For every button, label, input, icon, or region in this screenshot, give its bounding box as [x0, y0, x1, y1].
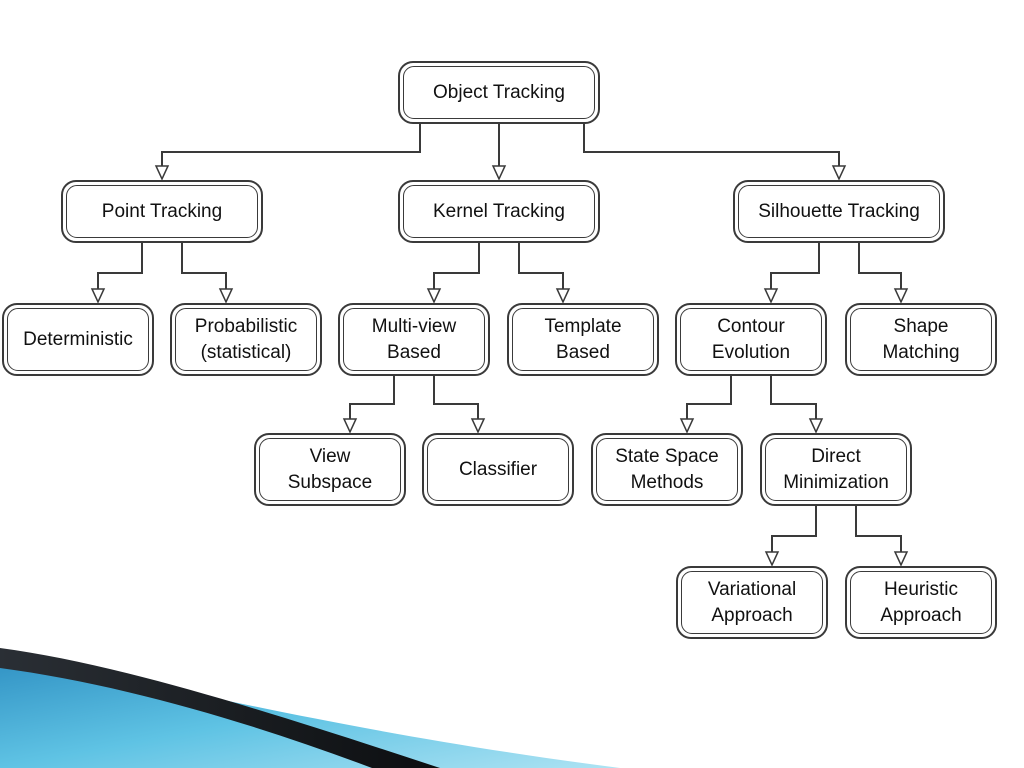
connector-line: [349, 376, 395, 419]
arrowhead-icon: [763, 288, 779, 304]
arrowhead-icon: [679, 418, 695, 434]
node-silhouette-tracking: Silhouette Tracking: [733, 180, 945, 243]
node-direct-minimization: Direct Minimization: [760, 433, 912, 506]
node-contour-evolution: Contour Evolution: [675, 303, 827, 376]
node-variational-approach: Variational Approach: [676, 566, 828, 639]
connector-line: [161, 124, 421, 166]
connector-line: [181, 243, 227, 289]
arrowhead-icon: [555, 288, 571, 304]
connector-line: [583, 124, 840, 166]
node-point-tracking: Point Tracking: [61, 180, 263, 243]
node-shape-matching: Shape Matching: [845, 303, 997, 376]
arrowhead-icon: [342, 418, 358, 434]
connector-line: [518, 243, 564, 289]
connector-line: [771, 506, 817, 552]
node-label: Variational Approach: [707, 578, 797, 626]
connector-line: [770, 376, 817, 419]
node-view-subspace: View Subspace: [254, 433, 406, 506]
arrowhead-icon: [893, 551, 909, 567]
node-probabilistic: Probabilistic (statistical): [170, 303, 322, 376]
node-label: View Subspace: [287, 445, 373, 493]
node-classifier: Classifier: [422, 433, 574, 506]
arrowhead-icon: [893, 288, 909, 304]
arrowhead-icon: [808, 418, 824, 434]
node-label: State Space Methods: [615, 445, 719, 493]
node-label: Silhouette Tracking: [758, 200, 920, 222]
node-kernel-tracking: Kernel Tracking: [398, 180, 600, 243]
node-label: Direct Minimization: [783, 445, 889, 493]
arrowhead-icon: [218, 288, 234, 304]
arrowhead-icon: [831, 165, 847, 181]
node-template-based: Template Based: [507, 303, 659, 376]
node-label: Kernel Tracking: [432, 200, 565, 222]
connector-line: [433, 376, 479, 419]
node-deterministic: Deterministic: [2, 303, 154, 376]
swoosh-dark-stripe: [0, 648, 440, 768]
arrowhead-icon: [470, 418, 486, 434]
node-state-space-methods: State Space Methods: [591, 433, 743, 506]
node-label: Point Tracking: [101, 200, 223, 222]
connector-line: [97, 243, 143, 289]
connector-line: [686, 376, 732, 419]
node-label: Heuristic Approach: [880, 578, 962, 626]
node-label: Contour Evolution: [711, 315, 791, 363]
node-label: Classifier: [458, 458, 538, 480]
node-label: Shape Matching: [882, 315, 960, 363]
node-label: Deterministic: [23, 328, 133, 350]
arrowhead-icon: [764, 551, 780, 567]
node-label: Object Tracking: [433, 81, 565, 103]
node-label: Probabilistic (statistical): [194, 315, 298, 363]
swoosh-blue-band: [0, 652, 620, 768]
node-object-tracking: Object Tracking: [398, 61, 600, 124]
arrowhead-icon: [491, 165, 507, 181]
connector-line: [855, 506, 902, 552]
arrowhead-icon: [154, 165, 170, 181]
node-label: Multi-view Based: [371, 315, 457, 363]
arrowhead-icon: [426, 288, 442, 304]
node-multi-view-based: Multi-view Based: [338, 303, 490, 376]
arrowhead-icon: [90, 288, 106, 304]
node-heuristic-approach: Heuristic Approach: [845, 566, 997, 639]
node-label: Template Based: [544, 315, 622, 363]
connector-line: [858, 243, 902, 289]
connector-line: [770, 243, 820, 289]
connector-line: [433, 243, 480, 289]
